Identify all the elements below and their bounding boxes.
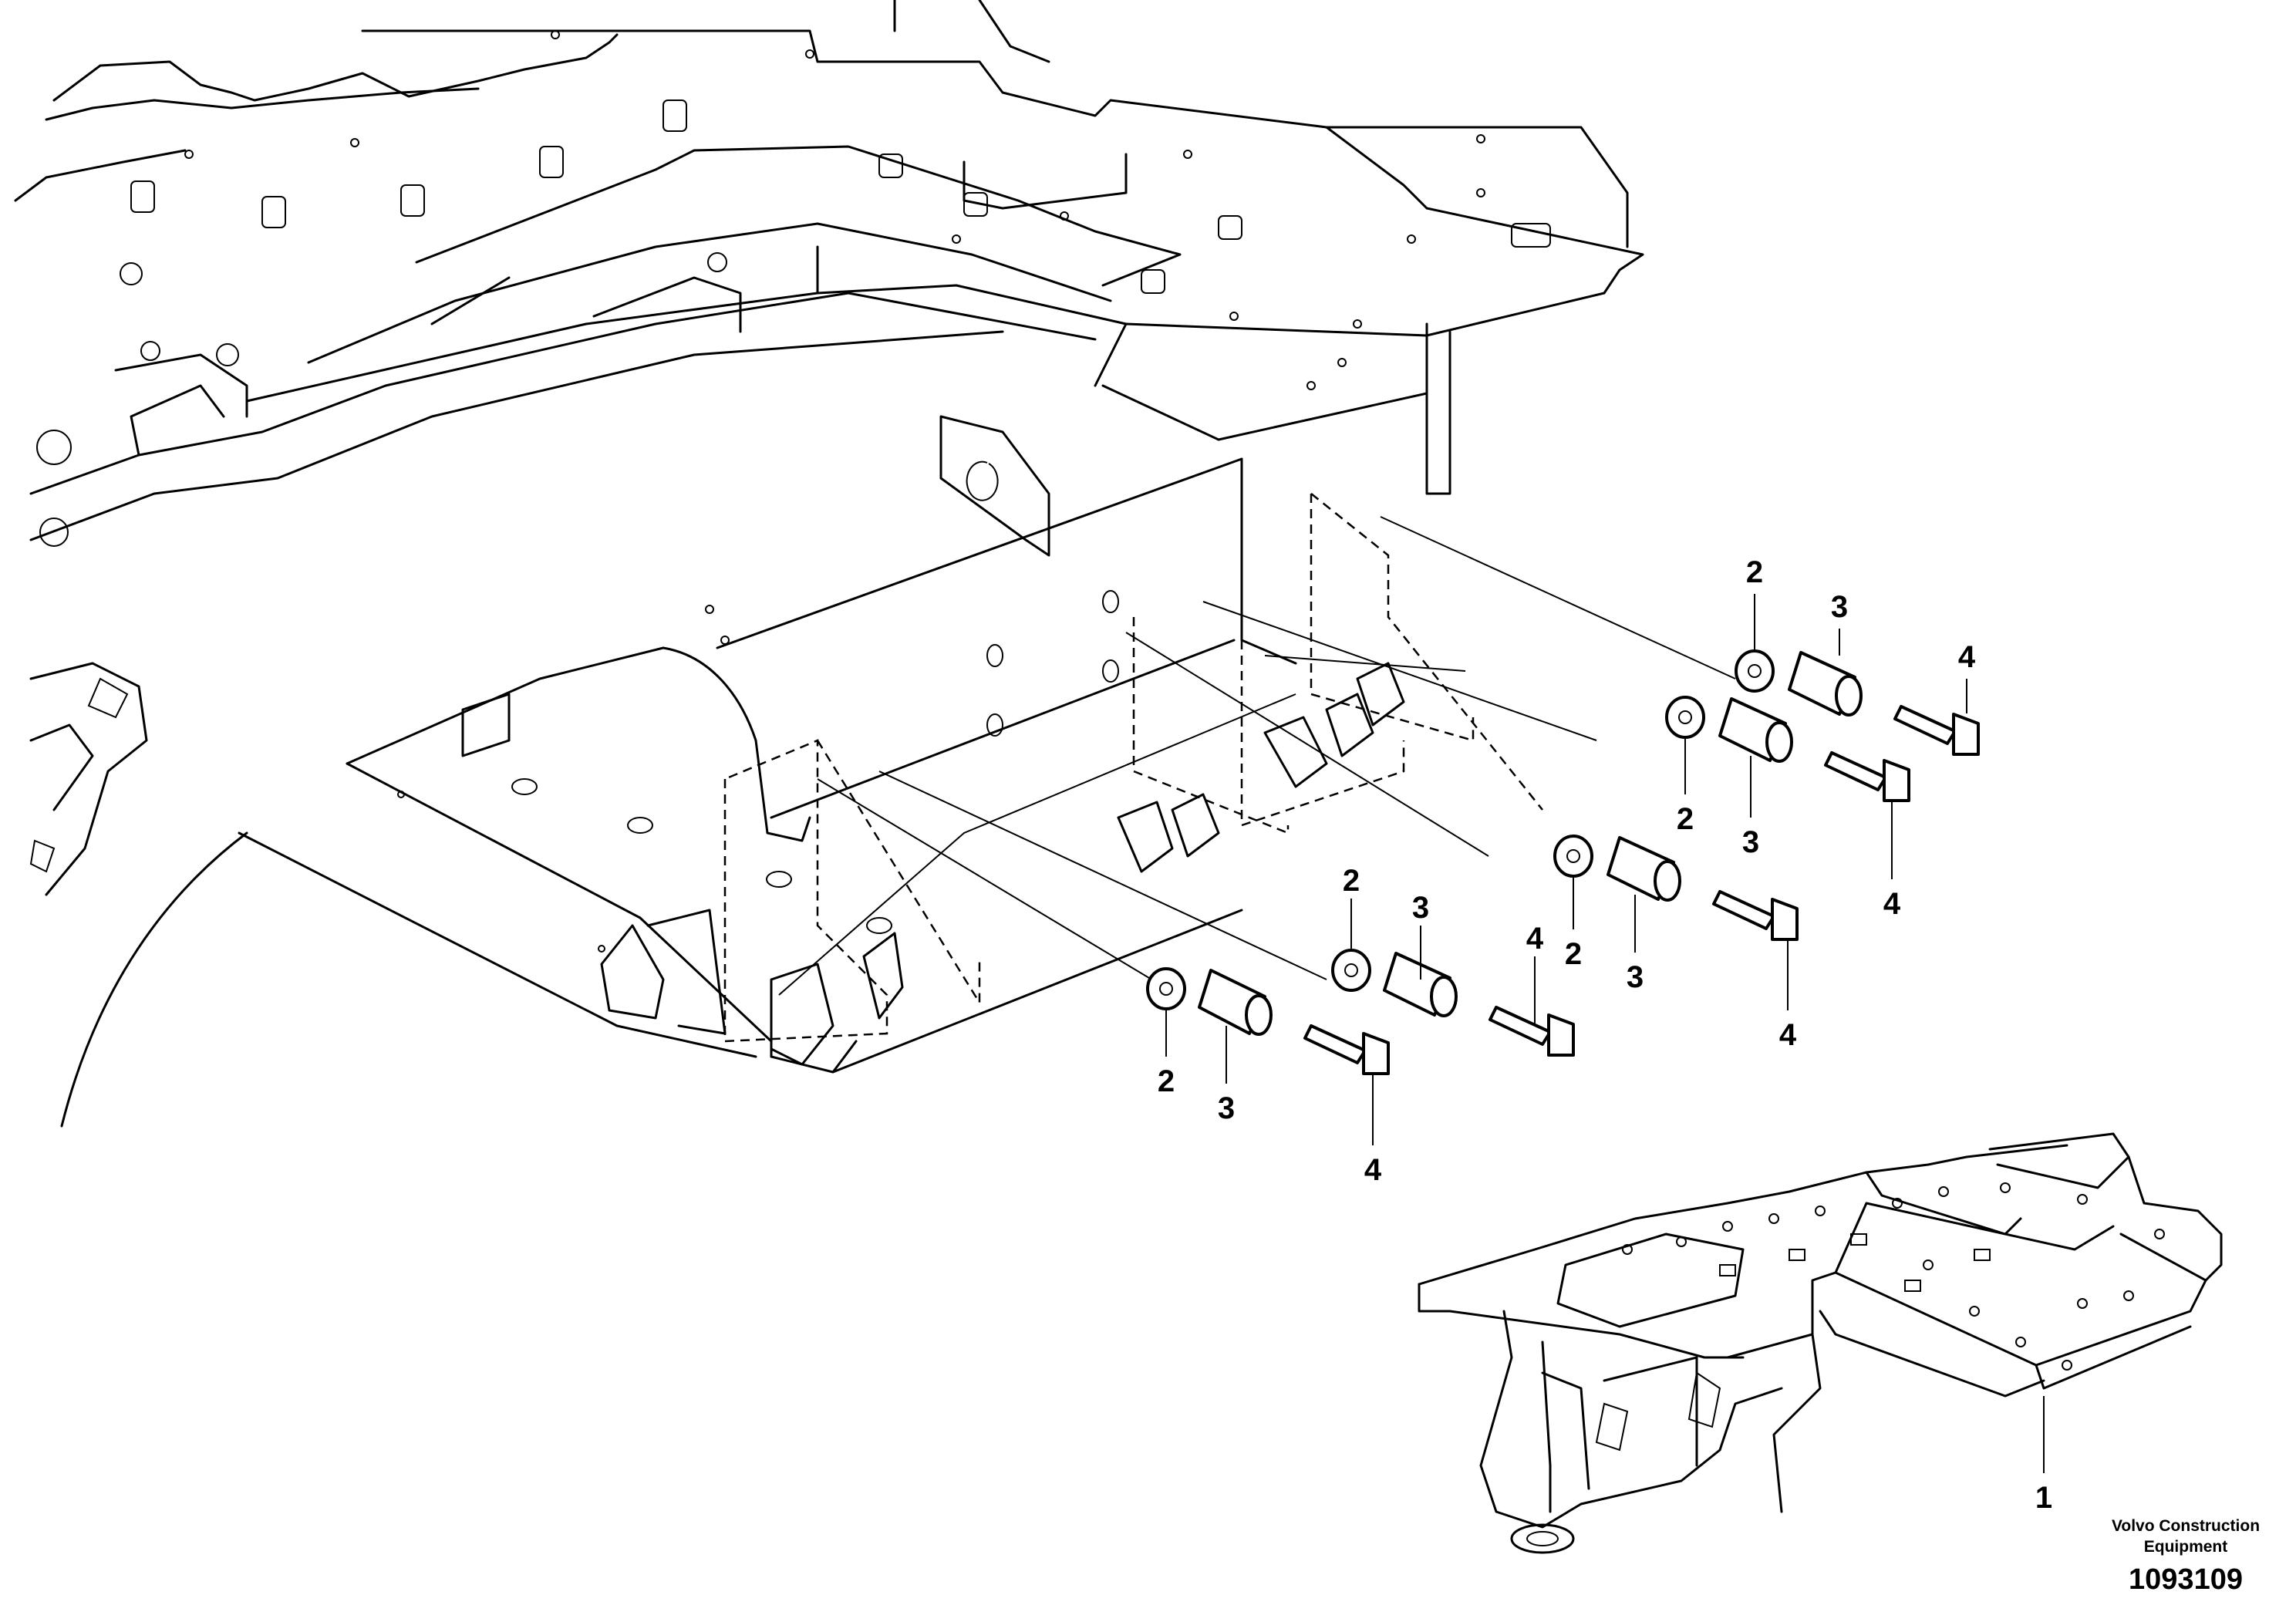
diagram-number: 1093109 [2129,1563,2243,1596]
callout-2-b: 2 [1343,864,1360,898]
upper-frame-drawing [14,0,1644,896]
brand-name-line-1: Volvo Construction [2112,1517,2260,1535]
callout-2-c: 2 [1565,937,1582,971]
hardware-set-d [1665,696,1910,802]
callout-4-b: 4 [1526,922,1544,956]
callout-4-d: 4 [1883,887,1901,921]
hardware-set-b [1331,949,1575,1057]
hardware-set-c [1553,835,1799,941]
callout-2-e: 2 [1746,555,1763,589]
callout-3-c: 3 [1627,960,1644,994]
callout-4-e: 4 [1958,640,1976,674]
lower-frame-drawing [60,457,1405,1128]
hardware-set-e [1735,649,1980,756]
inset-overview-drawing [1418,1132,2223,1554]
callout-3-b: 3 [1412,891,1429,925]
callout-4-c: 4 [1779,1018,1797,1052]
callout-3-d: 3 [1742,825,1759,859]
callout-4-a: 4 [1364,1153,1382,1187]
callout-3-e: 3 [1831,590,1848,624]
callout-1: 1 [2035,1481,2052,1515]
title-block: Volvo Construction Equipment 1093109 [2112,1517,2260,1596]
callout-3-a: 3 [1218,1091,1235,1125]
brand-name-line-2: Equipment [2144,1538,2228,1556]
assembly-guide-lines [723,493,1736,1043]
callout-leaders [1165,594,2045,1473]
callout-labels: 2 3 4 2 3 4 2 3 4 2 3 4 2 3 4 1 [1158,555,2052,1515]
callout-2-d: 2 [1677,802,1694,836]
callout-2-a: 2 [1158,1064,1175,1098]
